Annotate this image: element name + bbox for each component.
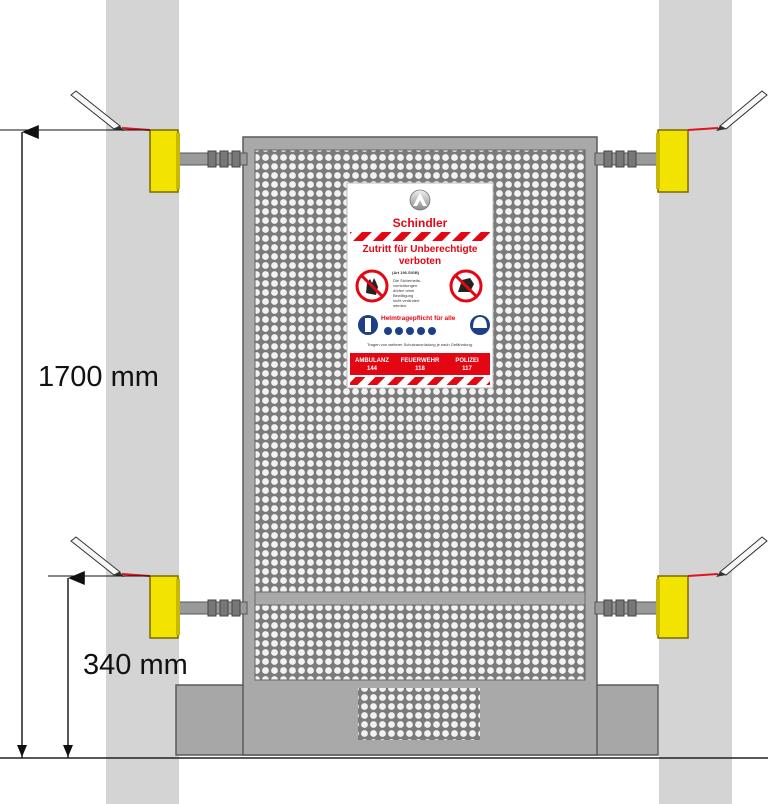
sign-notice-line: nicht verändert — [393, 298, 420, 303]
warning-sign: Schindler Zutritt für Unberechtigte verb… — [346, 182, 494, 389]
hazard-stripe-bottom — [350, 377, 490, 385]
dimension-label-upper: 1700 mm — [38, 361, 159, 393]
no-touch-icon — [355, 269, 389, 303]
bracket-lower-left — [149, 575, 248, 639]
dimension-label-lower: 340 mm — [83, 649, 188, 681]
emergency-label-polizei: POLIZEI — [455, 358, 479, 364]
sign-title-line1: Zutritt für Unberechtigte — [363, 244, 478, 255]
bracket-upper-left — [149, 129, 248, 193]
left-wall — [106, 0, 179, 804]
sign-brand: Schindler — [393, 216, 448, 230]
ppe-icon-row — [384, 327, 436, 335]
sign-notice-line: Die Sicherheits- — [393, 278, 422, 283]
sign-notice-line: vorrichtungen — [393, 283, 417, 288]
helmet-icon — [470, 315, 490, 335]
sign-notice-line: werden. — [393, 303, 407, 308]
schindler-logo-icon — [409, 189, 431, 211]
sign-notice-line: Bewilligung — [393, 293, 413, 298]
right-wall — [659, 0, 732, 804]
emergency-bar — [350, 353, 490, 375]
ppe-icon — [358, 315, 378, 335]
emergency-label-ambulanz: AMBULANZ — [355, 358, 389, 364]
dimension-340 — [48, 571, 150, 758]
bracket-upper-right — [594, 129, 689, 193]
pencil-icon — [687, 536, 768, 577]
emergency-number-polizei: 117 — [462, 366, 472, 372]
hazard-stripe-top — [350, 232, 490, 241]
sign-helmet-notice: Helmtragepflicht für alle — [381, 315, 456, 322]
emergency-label-feuerwehr: FEUERWEHR — [401, 358, 440, 364]
no-hand-icon — [449, 269, 483, 303]
emergency-number-ambulanz: 144 — [367, 366, 378, 372]
pencil-icon — [687, 90, 768, 131]
sign-title-line2: verboten — [399, 256, 441, 267]
sign-article-ref: (Art 196.SIGB) — [392, 270, 420, 275]
emergency-number-feuerwehr: 118 — [415, 366, 425, 372]
sign-protective-note: Tragen von weiterer Schutzausrüstung je … — [367, 342, 473, 347]
dimension-1700 — [0, 125, 150, 758]
bracket-lower-right — [594, 575, 689, 639]
sign-notice-line: dürfen ohne — [393, 288, 415, 293]
